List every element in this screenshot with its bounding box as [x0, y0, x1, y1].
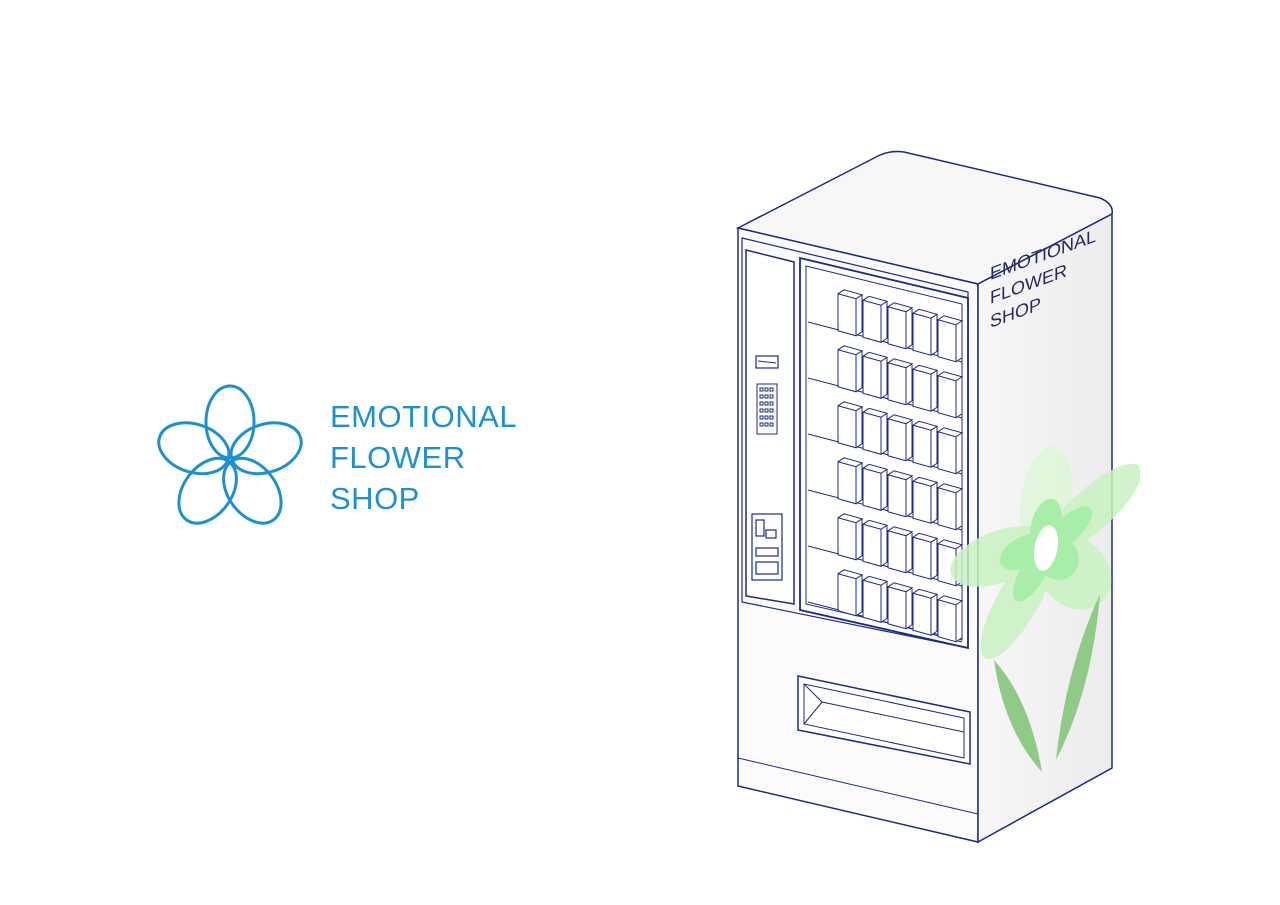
flower-box [862, 407, 889, 455]
flower-box [912, 588, 939, 636]
flower-box [937, 315, 964, 363]
flower-box [912, 476, 939, 524]
flower-box [887, 302, 914, 350]
flower-box [862, 519, 889, 567]
flower-logo-icon [157, 384, 303, 525]
flower-box [862, 351, 889, 399]
product-shelves [807, 289, 964, 643]
bill-slot [755, 355, 779, 369]
brand-wordmark: EMOTIONAL FLOWER SHOP [330, 396, 517, 519]
flower-box [837, 401, 864, 449]
pickup-tray [797, 675, 971, 765]
flower-box [862, 575, 889, 623]
machine-top [735, 150, 1113, 285]
flower-box [912, 308, 939, 356]
control-panel [745, 249, 795, 605]
flower-box [937, 371, 964, 419]
coin-slot-icon [751, 513, 783, 581]
shelf-line [807, 601, 963, 643]
flower-box [887, 470, 914, 518]
flower-box [862, 463, 889, 511]
leaf-right-icon [1056, 594, 1100, 760]
shelf-line [807, 545, 963, 587]
flower-box [912, 420, 939, 468]
flower-box [887, 414, 914, 462]
flower-box [912, 364, 939, 412]
leaf-left-icon [994, 660, 1042, 772]
brand-line-2: FLOWER [330, 440, 466, 475]
flower-box [937, 595, 964, 643]
flower-box [862, 295, 889, 343]
flower-box [887, 358, 914, 406]
flower-box [912, 532, 939, 580]
flower-box [837, 289, 864, 337]
flower-decal-icon [950, 446, 1140, 660]
brand-line-1: EMOTIONAL [330, 399, 518, 434]
flower-box [887, 582, 914, 630]
vending-machine [735, 150, 1140, 844]
shelf-line [807, 321, 963, 363]
shelf-line [807, 489, 963, 531]
flower-box [937, 427, 964, 475]
keypad-icon [756, 383, 778, 435]
flower-box [837, 345, 864, 393]
flower-box [837, 569, 864, 617]
shelf-line [807, 433, 963, 475]
flower-box [887, 526, 914, 574]
flower-box [837, 513, 864, 561]
brand-line-3: SHOP [330, 481, 420, 516]
flower-box [837, 457, 864, 505]
flower-box [937, 483, 964, 531]
shelf-line [807, 377, 963, 419]
